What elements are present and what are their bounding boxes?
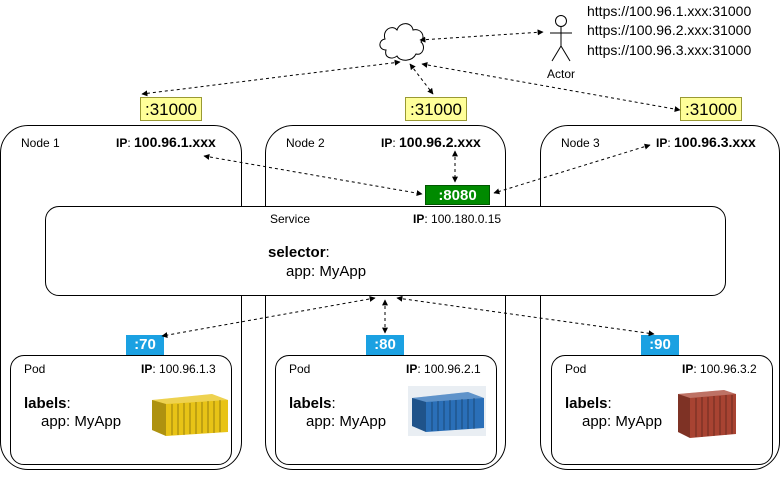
pod-2-labels-value: app: MyApp [306, 413, 387, 430]
service-selector-value: app: MyApp [286, 263, 367, 280]
pod-2-name: Pod [289, 362, 311, 376]
node1-service-link [203, 153, 423, 197]
service-ip: IP: 100.180.0.15 [413, 212, 502, 226]
cloud-actor-link [419, 29, 544, 43]
pod-3-labels: labels: [565, 395, 612, 412]
url-node-2: https://100.96.2.xxx:31000 [587, 22, 752, 38]
service-name: Service [270, 212, 311, 226]
url-node-3: https://100.96.3.xxx:31000 [587, 42, 752, 58]
pod-3-port: :90 [641, 335, 679, 355]
node-2-name: Node 2 [286, 136, 325, 150]
pod-2-port: :80 [366, 335, 404, 355]
cloud-node1-link [141, 59, 401, 97]
actor-icon [550, 15, 572, 62]
container-icon [678, 390, 736, 438]
node3-service-link [493, 143, 651, 195]
pod-1-name: Pod [24, 362, 46, 376]
pod-3-ip: IP: 100.96.3.2 [682, 362, 757, 376]
pod-1-port: :70 [126, 335, 164, 355]
node-1-port: :31000 [140, 97, 202, 121]
pod-2-ip: IP: 100.96.2.1 [406, 362, 481, 376]
node-1-ip: IP: 100.96.1.xxx [116, 134, 216, 150]
service-box: Service IP: 100.180.0.15 selector: app: … [45, 206, 726, 296]
container-icon [152, 394, 228, 436]
cloud-node2-link [409, 63, 434, 95]
container-icon [408, 386, 486, 436]
pod-3-labels-value: app: MyApp [582, 413, 663, 430]
pod-3-name: Pod [565, 362, 587, 376]
cloud-node3-link [421, 61, 681, 113]
node-3-ip: IP: 100.96.3.xxx [656, 134, 756, 150]
node-1-name: Node 1 [21, 136, 60, 150]
node-2-ip: IP: 100.96.2.xxx [381, 134, 481, 150]
pod-2-labels: labels: [289, 395, 336, 412]
service-port: :8080 [425, 185, 490, 205]
service-pod3-link [396, 295, 655, 337]
url-node-1: https://100.96.1.xxx:31000 [587, 3, 752, 19]
pod-1-labels-value: app: MyApp [41, 413, 122, 430]
pod-1-ip: IP: 100.96.1.3 [141, 362, 216, 376]
pod-1-labels: labels: [24, 395, 71, 412]
service-selector: selector: [268, 244, 330, 261]
service-pod1-link [161, 295, 376, 339]
node-3-port: :31000 [680, 97, 742, 121]
